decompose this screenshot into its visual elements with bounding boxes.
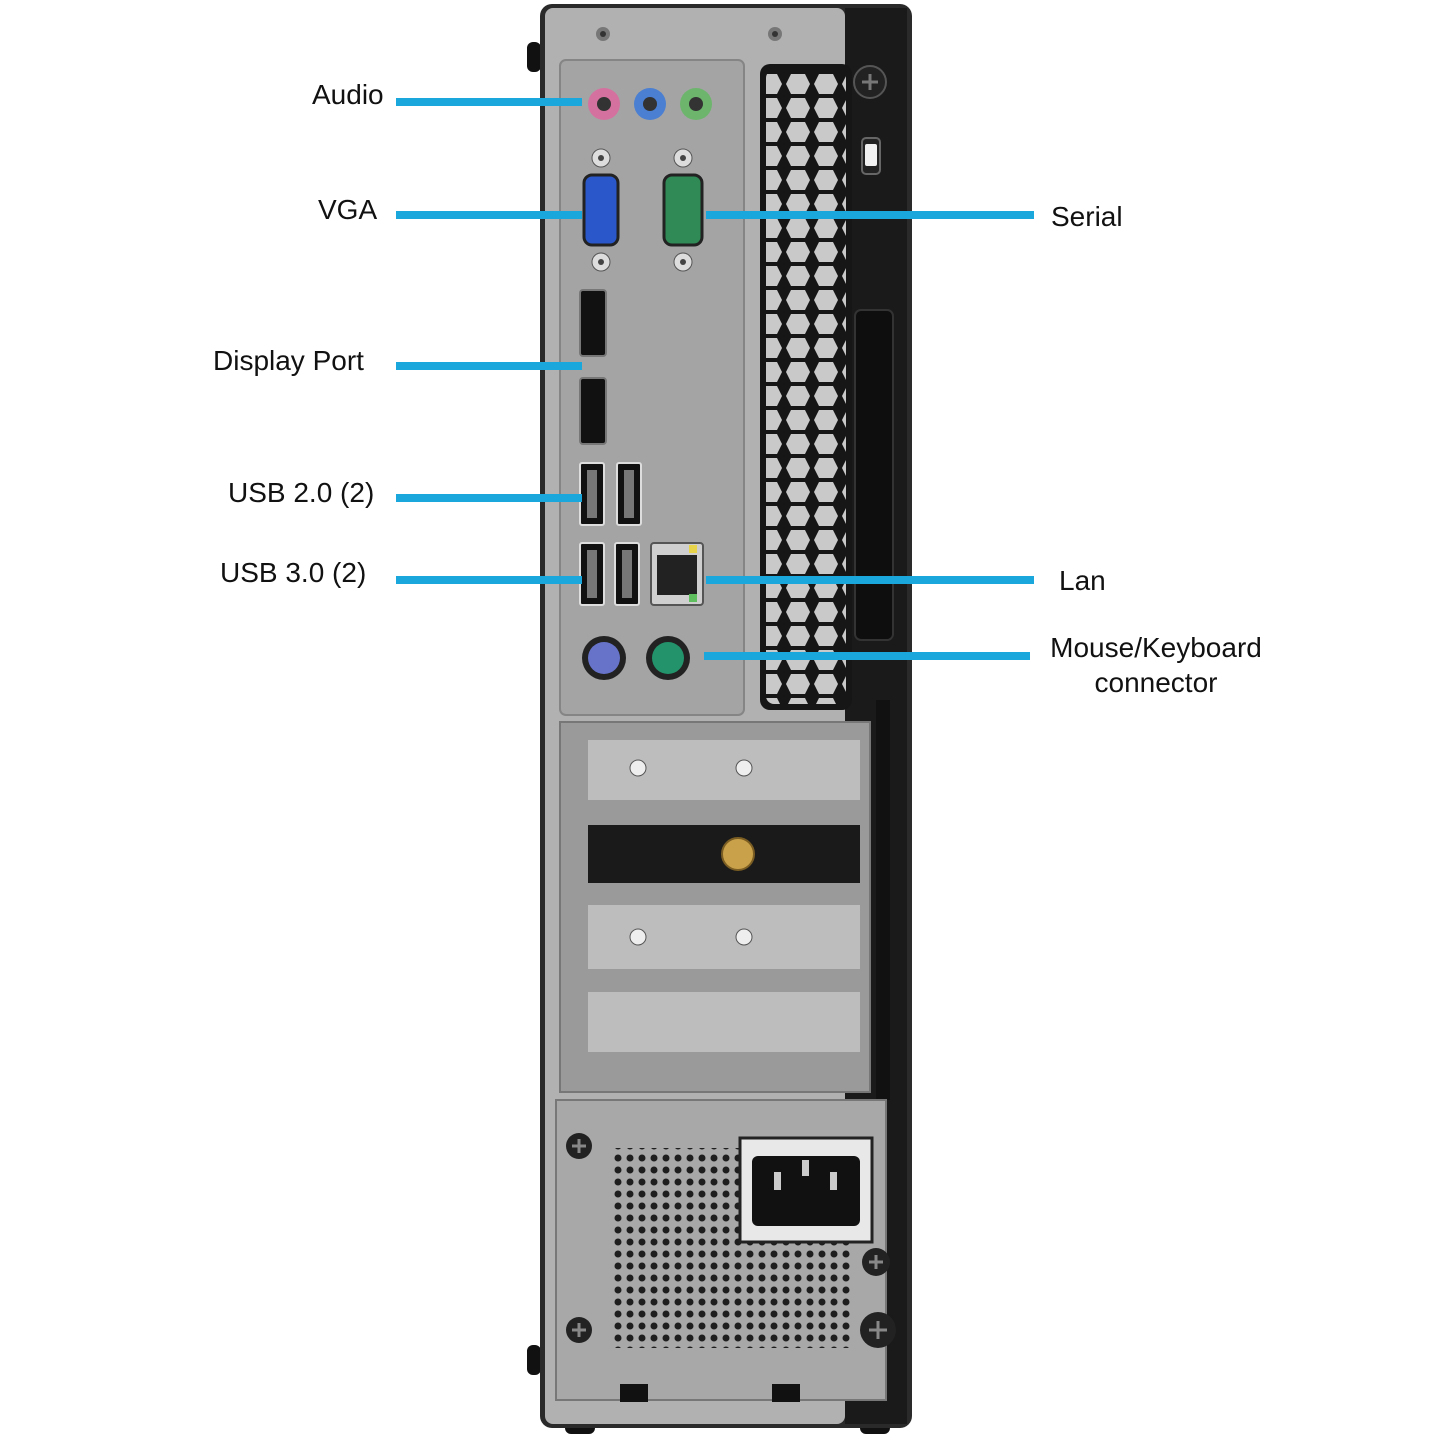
label-display-port: Display Port: [213, 345, 364, 376]
label-usb2: USB 2.0 (2): [228, 477, 375, 508]
audio-jacks: [588, 88, 712, 120]
label-audio: Audio: [312, 79, 384, 110]
ps2-ports: [582, 636, 690, 680]
power-supply: [555, 1099, 896, 1402]
usb3-ports: [579, 542, 640, 606]
leader-lines: [396, 98, 1034, 660]
label-lan: Lan: [1059, 565, 1106, 596]
top-screws: [596, 27, 887, 99]
label-vga: VGA: [318, 194, 378, 225]
expansion-slots: [559, 700, 890, 1100]
lan-port: [650, 542, 704, 606]
label-serial: Serial: [1051, 201, 1123, 232]
label-ps2-line2: connector: [1094, 667, 1218, 698]
display-ports: [579, 289, 607, 445]
serial-port: [662, 148, 704, 272]
fan-grille: [760, 64, 852, 710]
label-ps2-line1: Mouse/Keyboard: [1050, 632, 1262, 663]
label-usb3: USB 3.0 (2): [220, 557, 367, 588]
vga-port: [582, 148, 620, 272]
